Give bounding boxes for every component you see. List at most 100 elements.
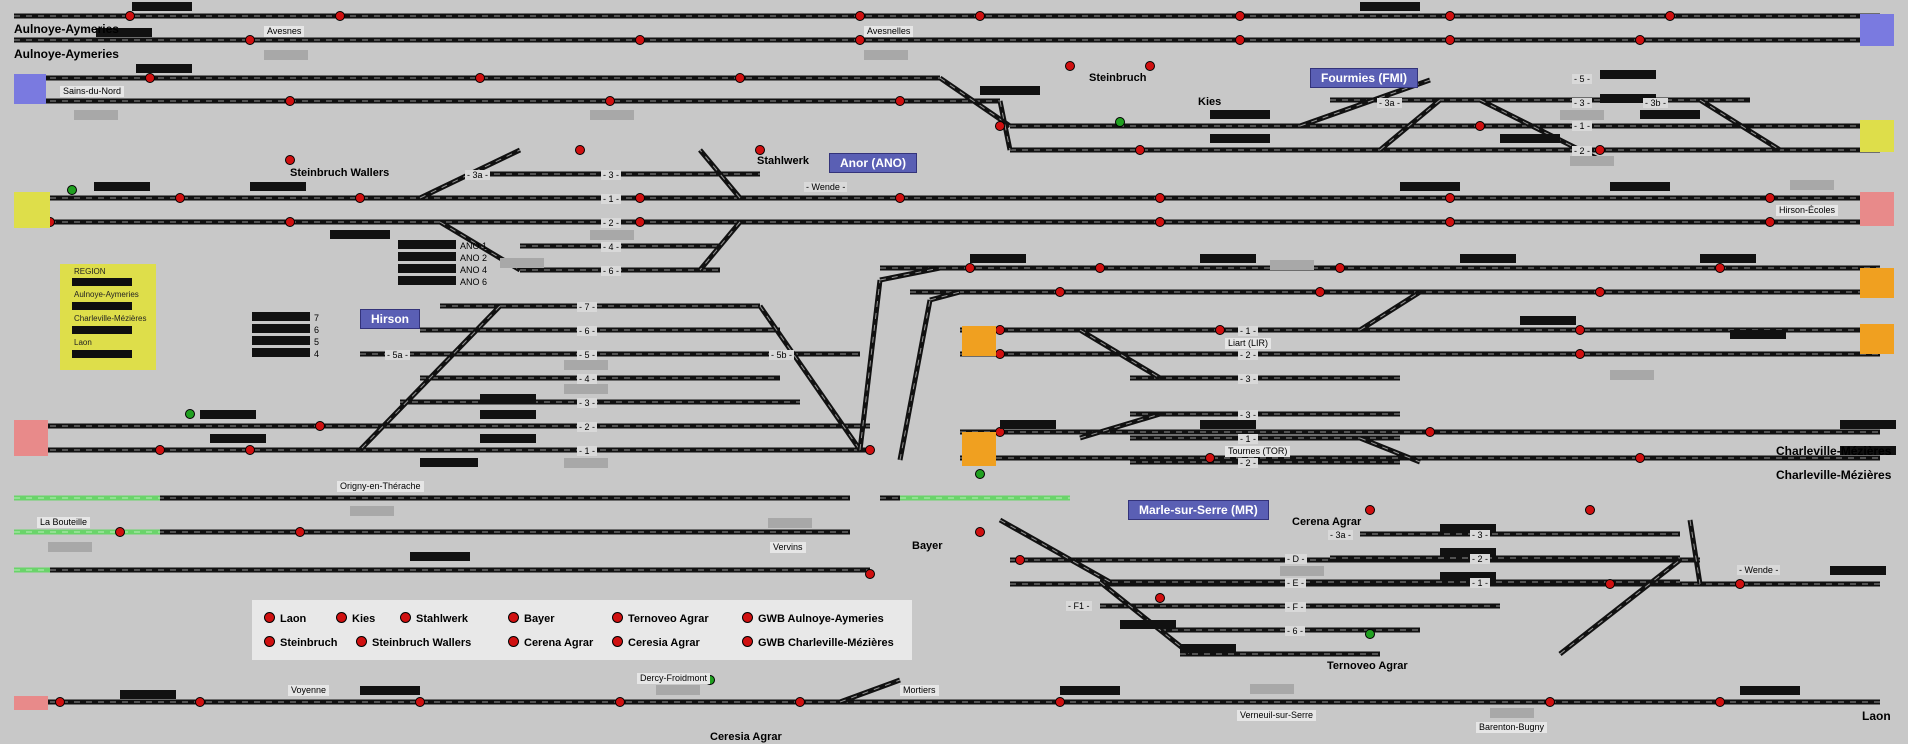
block-counter[interactable] (1700, 254, 1756, 263)
signal-icon[interactable] (1765, 217, 1775, 227)
block-counter[interactable] (1060, 686, 1120, 695)
signal-icon[interactable] (285, 155, 295, 165)
block-counter[interactable] (120, 690, 176, 699)
signal-icon[interactable] (1765, 193, 1775, 203)
block-counter[interactable] (1000, 420, 1056, 429)
block-counter[interactable] (1210, 134, 1270, 143)
signal-icon[interactable] (735, 73, 745, 83)
block-counter[interactable] (360, 686, 420, 695)
block-counter[interactable] (96, 28, 152, 37)
signal-icon[interactable] (975, 11, 985, 21)
signal-icon[interactable] (1335, 263, 1345, 273)
legend-item[interactable]: Bayer (508, 612, 555, 625)
signal-icon[interactable] (1315, 287, 1325, 297)
signal-icon[interactable] (1055, 287, 1065, 297)
signal-icon[interactable] (1735, 579, 1745, 589)
entry-pad-laon-left[interactable] (14, 696, 48, 710)
legend-item[interactable]: Steinbruch Wallers (356, 636, 471, 649)
signal-icon[interactable] (1055, 697, 1065, 707)
legend-item[interactable]: Ternoveo Agrar (612, 612, 709, 625)
signal-icon[interactable] (245, 35, 255, 45)
signal-icon[interactable] (1715, 263, 1725, 273)
signal-icon[interactable] (1365, 505, 1375, 515)
signal-icon[interactable] (67, 185, 77, 195)
region-counter[interactable] (72, 302, 132, 310)
signal-icon[interactable] (1065, 61, 1075, 71)
signal-icon[interactable] (865, 569, 875, 579)
signal-icon[interactable] (1365, 629, 1375, 639)
entry-pad-aulnoye[interactable] (1860, 14, 1894, 46)
block-counter[interactable] (480, 394, 536, 403)
signal-icon[interactable] (175, 193, 185, 203)
signal-icon[interactable] (995, 121, 1005, 131)
entry-pad-right-yellow[interactable] (1860, 120, 1894, 152)
signal-icon[interactable] (635, 193, 645, 203)
signal-icon[interactable] (145, 73, 155, 83)
signal-icon[interactable] (865, 445, 875, 455)
block-counter[interactable] (1520, 316, 1576, 325)
legend-item[interactable]: Stahlwerk (400, 612, 468, 625)
signal-icon[interactable] (155, 445, 165, 455)
block-counter[interactable] (1440, 548, 1496, 557)
station-anor[interactable]: Anor (ANO) (829, 153, 917, 173)
signal-icon[interactable] (1235, 35, 1245, 45)
entry-pad-tournes-orange[interactable] (962, 432, 996, 466)
block-counter[interactable] (1210, 110, 1270, 119)
block-counter[interactable] (1740, 686, 1800, 695)
entry-pad-right-pink[interactable] (1860, 192, 1894, 226)
legend-item[interactable]: Cerena Agrar (508, 636, 593, 649)
signal-icon[interactable] (995, 349, 1005, 359)
entry-pad-left-yellow[interactable] (14, 192, 50, 228)
signal-icon[interactable] (335, 11, 345, 21)
signal-icon[interactable] (115, 527, 125, 537)
block-counter[interactable] (1440, 524, 1496, 533)
hirson-slot-bar[interactable] (252, 336, 310, 345)
signal-icon[interactable] (855, 11, 865, 21)
entry-pad-right-orange[interactable] (1860, 268, 1894, 298)
signal-icon[interactable] (195, 697, 205, 707)
entry-pad-liart-orange[interactable] (962, 326, 996, 356)
region-counter[interactable] (72, 350, 132, 358)
station-fourmies[interactable]: Fourmies (FMI) (1310, 68, 1418, 88)
hirson-slot-bar[interactable] (252, 312, 310, 321)
signal-icon[interactable] (315, 421, 325, 431)
signal-icon[interactable] (605, 96, 615, 106)
block-counter[interactable] (1180, 644, 1236, 653)
hirson-slot-bar[interactable] (252, 324, 310, 333)
signal-icon[interactable] (1635, 35, 1645, 45)
signal-icon[interactable] (855, 35, 865, 45)
signal-icon[interactable] (1425, 427, 1435, 437)
legend-item[interactable]: Laon (264, 612, 306, 625)
signal-icon[interactable] (975, 469, 985, 479)
signal-icon[interactable] (1665, 11, 1675, 21)
block-counter[interactable] (1440, 572, 1496, 581)
entry-pad-hirson-left[interactable] (14, 420, 48, 456)
signal-icon[interactable] (1475, 121, 1485, 131)
legend-item[interactable]: GWB Charleville-Mézières (742, 636, 894, 649)
signal-icon[interactable] (1115, 117, 1125, 127)
track-segment[interactable] (1687, 519, 1703, 585)
ano-slot-bar[interactable] (398, 252, 456, 261)
signal-icon[interactable] (185, 409, 195, 419)
block-counter[interactable] (1640, 110, 1700, 119)
block-counter[interactable] (410, 552, 470, 561)
entry-pad-sains[interactable] (14, 74, 46, 104)
signal-icon[interactable] (1715, 697, 1725, 707)
signal-icon[interactable] (1015, 555, 1025, 565)
ano-slot-bar[interactable] (398, 264, 456, 273)
block-counter[interactable] (200, 410, 256, 419)
signal-icon[interactable] (475, 73, 485, 83)
signal-icon[interactable] (635, 35, 645, 45)
block-counter[interactable] (480, 410, 536, 419)
signal-icon[interactable] (295, 527, 305, 537)
signal-icon[interactable] (1545, 697, 1555, 707)
signal-icon[interactable] (755, 145, 765, 155)
signal-icon[interactable] (1095, 263, 1105, 273)
ano-slot-bar[interactable] (398, 240, 456, 249)
signal-icon[interactable] (1145, 61, 1155, 71)
signal-icon[interactable] (1445, 35, 1455, 45)
signal-icon[interactable] (575, 145, 585, 155)
signal-icon[interactable] (1635, 453, 1645, 463)
legend-item[interactable]: Ceresia Agrar (612, 636, 700, 649)
signal-icon[interactable] (1445, 193, 1455, 203)
